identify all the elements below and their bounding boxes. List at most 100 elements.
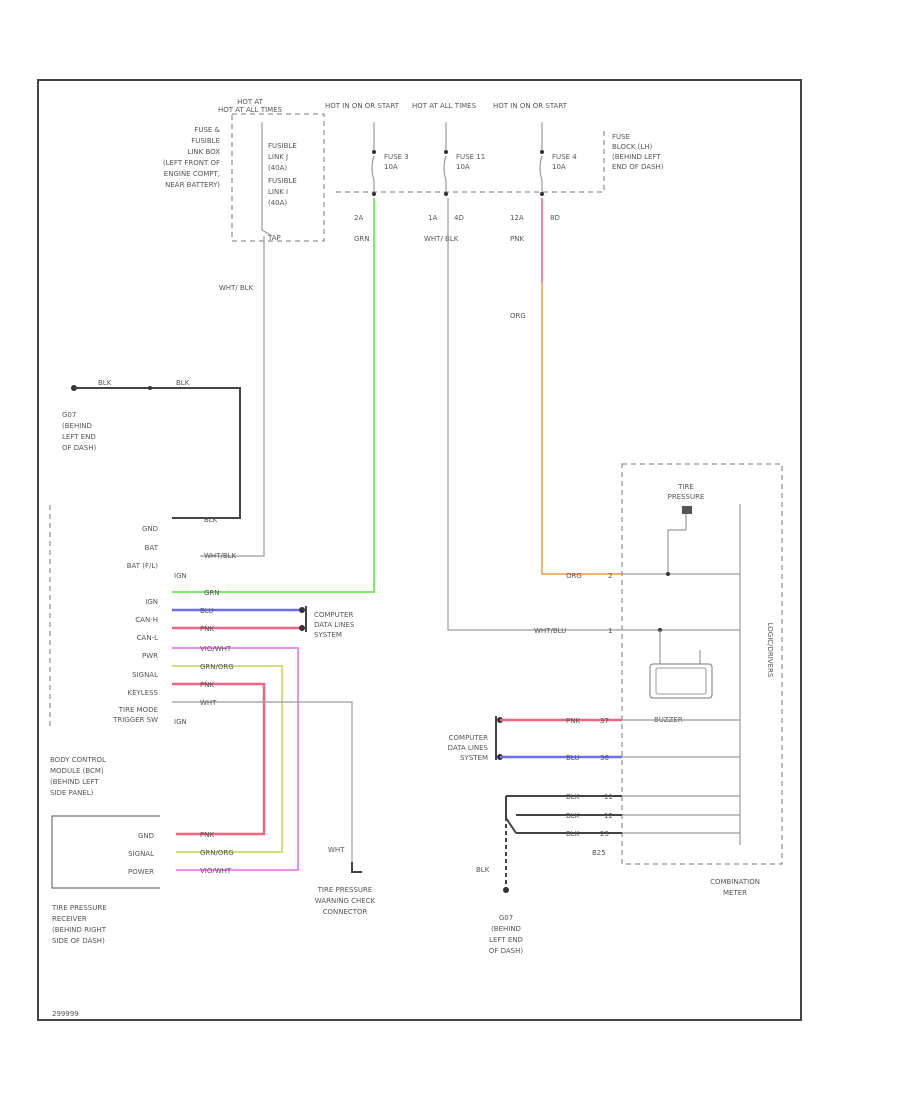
svg-text:2: 2 [608,572,612,580]
svg-text:BLU: BLU [566,754,579,762]
wire-orange-meter [541,282,622,575]
svg-text:PNK: PNK [200,625,214,633]
svg-text:ENGINE COMPT,: ENGINE COMPT, [164,170,220,178]
svg-text:OF DASH): OF DASH) [62,444,97,452]
svg-text:PWR: PWR [142,652,158,660]
svg-text:GRN/ORG: GRN/ORG [200,849,234,857]
svg-text:LINK BOX: LINK BOX [187,148,220,156]
svg-text:37: 37 [600,717,609,725]
svg-text:FUSE 4: FUSE 4 [552,153,577,161]
svg-text:36: 36 [600,754,609,762]
svg-text:WHT: WHT [200,699,217,707]
svg-text:ORG: ORG [510,312,526,320]
svg-text:PNK: PNK [510,235,524,243]
svg-text:12A: 12A [510,214,524,222]
svg-text:FUSE 11: FUSE 11 [456,153,485,161]
fuse-block-lh: FUSE BLOCK (LH) (BEHIND LEFT END OF DASH… [336,128,664,193]
svg-text:(BEHIND RIGHT: (BEHIND RIGHT [52,926,107,934]
bcm-receiver-lines: VIO/WHT GRN/ORG PNK [172,645,299,871]
svg-text:IGN: IGN [174,718,187,726]
footer-code: 299999 [52,1010,79,1018]
power-label-3: HOT AT ALL TIMES [412,102,477,110]
svg-text:COMBINATION: COMBINATION [710,878,760,886]
diagram-frame [37,79,802,1021]
svg-text:SYSTEM: SYSTEM [460,754,488,762]
svg-text:LINK J: LINK J [268,153,288,161]
svg-text:G07: G07 [499,914,513,922]
svg-text:(BEHIND: (BEHIND [491,925,521,933]
warning-check-connector: WHT WHT TIRE PRESSURE WARNING CHECK CONN… [172,699,376,916]
svg-text:G07: G07 [62,411,76,419]
svg-text:B25: B25 [592,849,606,857]
svg-text:GRN: GRN [354,235,370,243]
svg-text:GND: GND [138,832,154,840]
svg-text:DATA LINES: DATA LINES [314,621,355,629]
svg-text:2A: 2A [354,214,363,222]
svg-text:MODULE (BCM): MODULE (BCM) [50,767,104,775]
svg-text:METER: METER [723,889,747,897]
svg-text:SIGNAL: SIGNAL [128,850,154,858]
svg-text:TIRE PRESSURE: TIRE PRESSURE [51,904,107,912]
svg-text:VIO/WHT: VIO/WHT [200,867,232,875]
svg-text:TIRE MODE: TIRE MODE [118,706,158,714]
svg-text:WHT/ BLK: WHT/ BLK [424,235,459,243]
svg-text:BAT: BAT [145,544,159,552]
svg-text:END OF DASH): END OF DASH) [612,163,664,171]
svg-text:(BEHIND: (BEHIND [62,422,92,430]
fuse-3: FUSE 3 10A 2A GRN [354,122,409,243]
svg-text:BLK: BLK [176,379,190,387]
svg-text:BLU: BLU [200,607,213,615]
svg-text:NEAR BATTERY): NEAR BATTERY) [165,181,220,189]
svg-text:FUSE &: FUSE & [194,126,220,134]
svg-text:DATA LINES: DATA LINES [448,744,489,752]
meter-can-lines: PNK 37 BLU 36 COMPUTER DATA LINES SYSTEM [448,716,740,762]
svg-text:OF DASH): OF DASH) [489,947,524,955]
svg-text:12: 12 [604,812,613,820]
svg-text:BLK: BLK [566,830,580,838]
svg-text:KEYLESS: KEYLESS [128,689,159,697]
svg-text:(40A): (40A) [268,199,287,207]
svg-text:BLK: BLK [476,866,490,874]
svg-text:PRESSURE: PRESSURE [668,493,705,501]
svg-text:WHT: WHT [328,846,345,854]
svg-text:SIDE PANEL): SIDE PANEL) [50,789,94,797]
svg-text:IGN: IGN [174,572,187,580]
svg-text:10A: 10A [456,163,470,171]
power-label-1: HOT AT [237,98,264,106]
svg-text:10A: 10A [384,163,398,171]
svg-text:BODY CONTROL: BODY CONTROL [50,756,106,764]
svg-text:FUSE 3: FUSE 3 [384,153,409,161]
svg-text:FUSIBLE: FUSIBLE [268,177,297,185]
svg-text:BLK: BLK [204,516,218,524]
svg-text:TIRE PRESSURE: TIRE PRESSURE [317,886,373,894]
svg-text:TIRE: TIRE [677,483,694,491]
svg-text:FUSE: FUSE [612,133,630,141]
svg-text:SYSTEM: SYSTEM [314,631,342,639]
svg-text:PNK: PNK [566,717,580,725]
svg-text:RECEIVER: RECEIVER [52,915,87,923]
svg-text:TRIGGER SW: TRIGGER SW [112,716,158,724]
meter-ground-lines: BLK 11 BLK 12 BLK 23 B25 BLK G07 (BEHIND… [476,793,740,955]
power-label-4: HOT IN ON OR START [493,102,568,110]
fuse-11: FUSE 11 10A 1A 4D WHT/ BLK [424,122,485,243]
svg-text:FUSIBLE: FUSIBLE [268,142,297,150]
bcm-can-lines: BLU PNK COMPUTER DATA LINES SYSTEM [172,606,355,639]
svg-text:BAT (F/L): BAT (F/L) [127,562,159,570]
svg-text:COMPUTER: COMPUTER [314,611,353,619]
svg-text:GRN/ORG: GRN/ORG [200,663,234,671]
svg-text:WARNING CHECK: WARNING CHECK [315,897,376,905]
wire-wht-blk-meter [447,198,620,631]
svg-text:1A: 1A [428,214,437,222]
svg-text:LOGIC/DRIVERS: LOGIC/DRIVERS [766,623,774,678]
tire-pressure-receiver: GND SIGNAL POWER PNK GRN/ORG VIO/WHT TIR… [51,815,234,945]
svg-text:GRN: GRN [204,589,220,597]
svg-text:ORG: ORG [566,572,582,580]
fuse-link-box: FUSE & FUSIBLE LINK BOX (LEFT FRONT OF E… [163,113,325,242]
bcm-module: GND BAT BAT (F/L) IGN IGN CAN-H CAN-L PW… [49,505,237,797]
svg-text:LINK I: LINK I [268,188,288,196]
svg-text:BLOCK (LH): BLOCK (LH) [612,143,653,151]
svg-text:COMPUTER: COMPUTER [449,734,488,742]
svg-text:(BEHIND LEFT: (BEHIND LEFT [50,778,99,786]
svg-text:VIO/WHT: VIO/WHT [200,645,232,653]
svg-text:1: 1 [608,627,612,635]
